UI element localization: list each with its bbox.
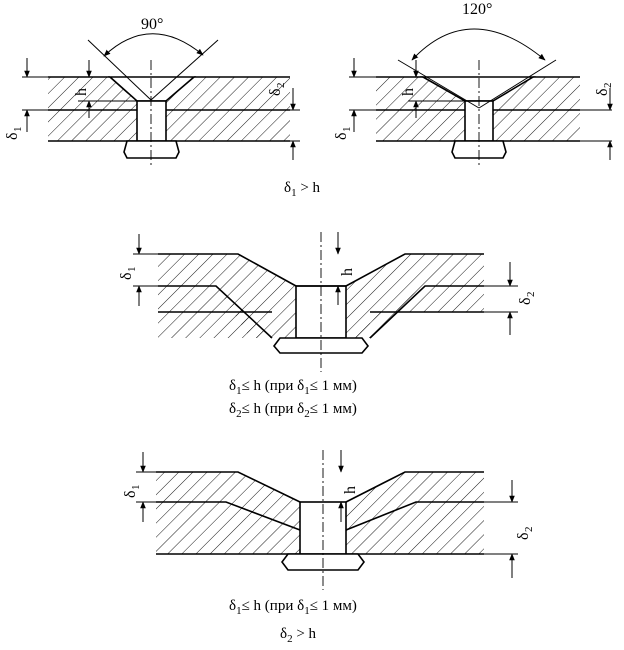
plate-outlines (156, 471, 484, 555)
caption-bottom-2: δ2 > h (280, 626, 317, 645)
caption-bottom-1: δ1≤ h (при δ1≤ 1 мм) (229, 598, 357, 617)
d1-sub: 1 (130, 485, 142, 491)
d1-label: δ (122, 490, 139, 498)
figure-dimpled-thick: δ 1 h δ 2 (122, 450, 535, 590)
d2-sub: 2 (525, 292, 537, 298)
figure-countersunk-120: 120° δ 1 h δ 2 (333, 1, 614, 168)
dimension-h: h (334, 450, 359, 522)
sheet-plates (48, 76, 290, 142)
d1-label: δ (4, 132, 21, 140)
d2-label: δ (267, 88, 284, 96)
d2-sub: 2 (275, 83, 287, 89)
d1-sub: 1 (341, 127, 353, 133)
d2-label: δ (515, 532, 532, 540)
d2-sub: 2 (523, 527, 535, 533)
angle-label: 120° (462, 1, 492, 18)
dimension-d1: δ 1 (118, 234, 158, 306)
dimension-d2: δ 2 (580, 83, 614, 160)
d1-label: δ (333, 132, 350, 140)
figure-countersunk-90: 90° δ 1 h δ 2 (4, 16, 300, 168)
dimension-d2: δ 2 (267, 83, 300, 160)
plate-outlines (158, 253, 484, 339)
rivet (107, 76, 197, 159)
dimension-h: h (332, 232, 356, 305)
angle-label: 90° (141, 16, 163, 33)
dimension-h: h (400, 60, 465, 118)
dimension-d2: δ 2 (484, 262, 537, 335)
dimension-d1: δ 1 (4, 58, 48, 140)
caption-top: δ1 > h (284, 180, 321, 199)
h-label: h (73, 88, 90, 96)
d2-label: δ (594, 88, 611, 96)
h-label: h (339, 268, 356, 276)
dimension-d1: δ 1 (333, 58, 376, 140)
d1-sub: 1 (12, 127, 24, 133)
h-label: h (342, 486, 359, 494)
h-label: h (400, 88, 417, 96)
figure-dimpled-thin: δ 1 h δ 2 (118, 232, 537, 372)
dimension-d2: δ 2 (484, 480, 535, 578)
d2-label: δ (517, 297, 534, 305)
d1-label: δ (118, 272, 135, 280)
d2-sub: 2 (602, 83, 614, 89)
caption-middle-1: δ1≤ h (при δ1≤ 1 мм) (229, 378, 357, 397)
angle-dimension: 120° (397, 1, 557, 109)
d1-sub: 1 (126, 267, 138, 273)
dimension-h: h (73, 60, 137, 118)
dimension-d1: δ 1 (122, 452, 156, 522)
caption-middle-2: δ2≤ h (при δ2≤ 1 мм) (229, 401, 357, 420)
angle-dimension: 90° (87, 16, 219, 101)
